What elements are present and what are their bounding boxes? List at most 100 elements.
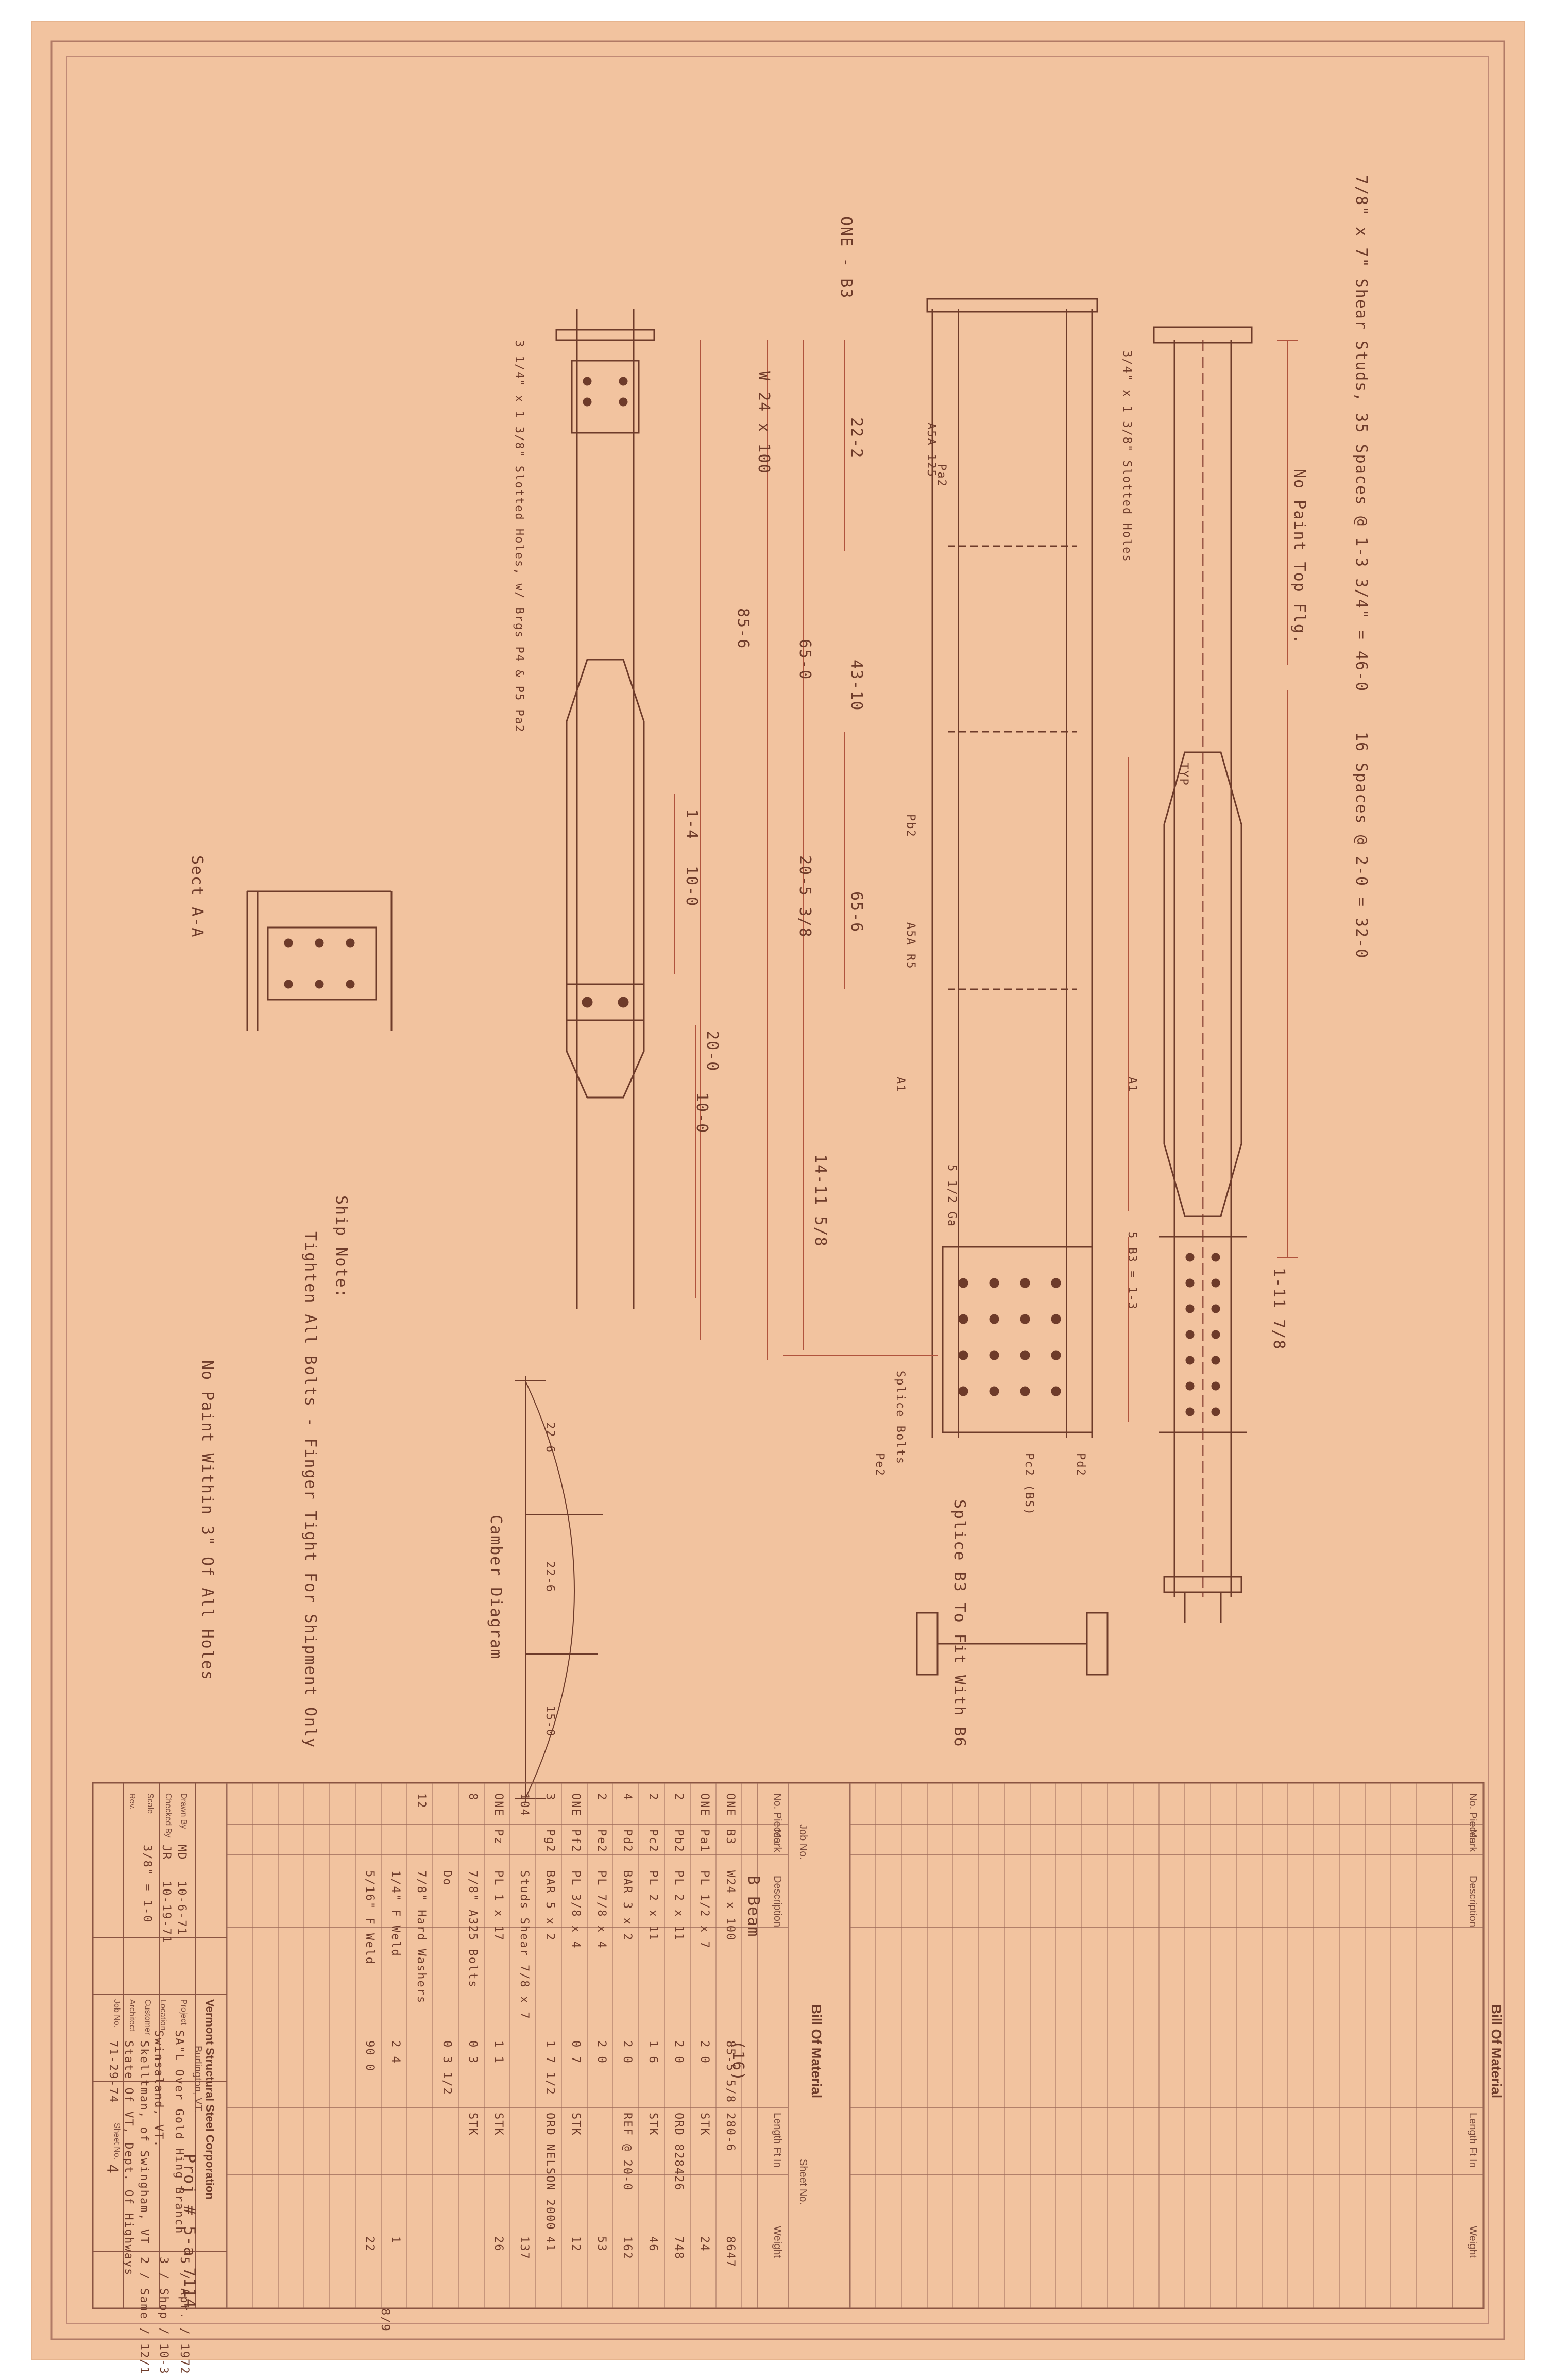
architect-value: State Of VT, Dept. Of Highways [122, 2040, 135, 2276]
note-no-paint-top-flange: No Paint Top Flg. [1290, 469, 1308, 645]
bom-row-note: ORD NELSON 2000 [543, 2113, 556, 2231]
bom-row-qty: 8 [466, 1793, 479, 1801]
bom-left-col-length: Length Ft In [772, 2113, 783, 2168]
bom-row-length: 90 0 [363, 2040, 376, 2072]
bom-row-weight: 137 [518, 2236, 531, 2260]
bom-row-length: 1 6 [646, 2040, 659, 2064]
label-typ: TYP [1177, 763, 1190, 786]
bom-row-desc: 7/8" A325 Bolts [466, 1870, 479, 1988]
note-no-paint-holes: No Paint Within 3" Of All Holes [198, 1360, 216, 1681]
dim-ga: 5 1/2 Ga [945, 1164, 958, 1227]
bom-row-mark: Pd2 [621, 1829, 634, 1853]
label-a5a-r5: A5A R5 [904, 922, 917, 970]
project-value: SA"L Over Gold Hing Branch [173, 2030, 185, 2235]
dim-b3: 5 B3 = 1-3 [1126, 1231, 1138, 1310]
company-city: Burlington, VT. [192, 2046, 203, 2113]
bom-row-desc: BAR 5 x 2 [543, 1870, 556, 1942]
drawn-label: Drawn By [179, 1793, 188, 1829]
bom-row-length: 0 3 [466, 2040, 479, 2064]
bom-row-weight: 53 [595, 2236, 608, 2252]
bom-row-mark: Pf2 [569, 1829, 582, 1853]
bom-row-qty: ONE [569, 1793, 582, 1817]
bom-row-weight: 46 [646, 2236, 659, 2252]
bom-left-col-weight: Weight [772, 2226, 783, 2258]
bom-row-weight: 22 [363, 2236, 376, 2252]
label-pe2: Pe2 [873, 1453, 886, 1477]
bom-row-qty: 2 [672, 1793, 685, 1801]
bom-row-mark: Pe2 [595, 1829, 608, 1853]
bom-right-col-desc: Description [1467, 1876, 1478, 1928]
bom-row-desc: 1/4" F Weld [389, 1870, 402, 1957]
customer-value: Skelltman, of Swingham, VT [138, 2040, 150, 2245]
bom-row-desc: 7/8" Hard Washers [415, 1870, 428, 2004]
shop-drawing [50, 40, 1505, 2340]
bom-row-weight: 12 [569, 2236, 582, 2252]
bom-row-mark: Pz [492, 1829, 505, 1845]
bom-row-qty: ONE [724, 1793, 737, 1817]
bom-row-desc: BAR 3 x 2 [621, 1870, 634, 1942]
beam-plan-top [1153, 326, 1253, 1623]
rev-label: Rev. [128, 1793, 137, 1810]
camber-diagram [515, 1376, 603, 1803]
label-member: W 24 x 100 [755, 371, 773, 475]
label-sect-a-a: Sect A-A [188, 855, 206, 938]
bom-row-note: STK [492, 2113, 505, 2136]
bom-row-mark: Pc2 [646, 1829, 659, 1853]
dim-camber-1: 22-6 [543, 1422, 556, 1454]
dimension-lines-left [674, 340, 701, 1340]
bom-row-length: 2 0 [698, 2040, 711, 2064]
bom-row-desc: 5/16" F Weld [363, 1870, 376, 1965]
label-a5a-125: A5A 125 [925, 423, 938, 478]
drawn-by: MD [175, 1845, 188, 1861]
bom-row-qty: 3 [543, 1793, 556, 1801]
dim-43-10: 43-10 [847, 660, 865, 712]
company-name: Vermont Structural Steel Corporation [203, 1999, 216, 2200]
drawing-sheet: 7/8" x 7" Shear Studs, 35 Spaces @ 1-3 3… [31, 21, 1525, 2375]
bom-row-desc: Studs Shear 7/8 x 7 [518, 1870, 531, 2020]
bom-left-sheet-label: Sheet No. [797, 2159, 809, 2205]
dim-camber-2: 22-6 [543, 1561, 556, 1593]
sheet-label: Sheet No. [112, 2123, 121, 2160]
dim-65-0: 65-0 [796, 639, 814, 681]
bom-right-col-weight: Weight [1467, 2226, 1478, 2258]
checked-label: Checked By [164, 1793, 173, 1838]
dim-1-11: 1-11 7/8 [1270, 1268, 1288, 1351]
bom-header-item: B Beam [744, 1876, 762, 1938]
bom-row-qty: ONE [698, 1793, 711, 1817]
job-label: Job No. [112, 1999, 121, 2028]
ship-note-body: Tighten All Bolts - Finger Tight For Shi… [301, 1231, 319, 1749]
bom-left-col-desc: Description [772, 1876, 783, 1928]
bom-left-title: Bill Of Material [809, 2004, 824, 2099]
bom-row-mark: Pb2 [672, 1829, 685, 1853]
bom-row-weight: 162 [621, 2236, 634, 2260]
bom-row-note: STK [569, 2113, 582, 2136]
bom-left-job-label: Job No. [797, 1824, 809, 1860]
dim-22-2: 22-2 [847, 417, 865, 459]
rev-row-1: 5 / Apr. / 1972 [178, 2257, 191, 2375]
bom-row-length: 2 0 [595, 2040, 608, 2064]
scale-label: Scale [146, 1793, 155, 1814]
dimension-lines-mid [767, 340, 938, 1360]
bom-row-length: 2 4 [389, 2040, 402, 2064]
project-label: Project [179, 1999, 188, 2025]
location-value: Swinsaland, VT. [152, 2030, 165, 2148]
bom-row-weight: 1 [389, 2236, 402, 2244]
bom-row-desc: W24 x 100 [724, 1870, 737, 1942]
dim-10-0-a: 10-0 [683, 866, 701, 907]
section-a-a [246, 890, 393, 1031]
label-one-b3: ONE - B3 [837, 216, 855, 299]
dim-65-6: 65-6 [847, 891, 865, 933]
bom-row-desc: PL 3/8 x 4 [569, 1870, 582, 1949]
bom-row-mark: B3 [724, 1829, 737, 1845]
bom-row-qty: ONE [492, 1793, 505, 1817]
checked-by: JR [160, 1845, 173, 1861]
bom-row-length: 0 7 [569, 2040, 582, 2064]
drawn-date: 10-6-71 [175, 1881, 188, 1936]
note-top-dimension: 7/8" x 7" Shear Studs, 35 Spaces @ 1-3 3… [1352, 175, 1370, 693]
bom-row-note: ORD 828426 [672, 2113, 685, 2191]
bom-row-weight: 41 [543, 2236, 556, 2252]
ship-note-title: Ship Note: [332, 1195, 350, 1299]
bom-row-note: 280-6 [724, 2113, 737, 2152]
bom-row-length: 2 0 [621, 2040, 634, 2064]
bom-row-desc: PL 7/8 x 4 [595, 1870, 608, 1949]
